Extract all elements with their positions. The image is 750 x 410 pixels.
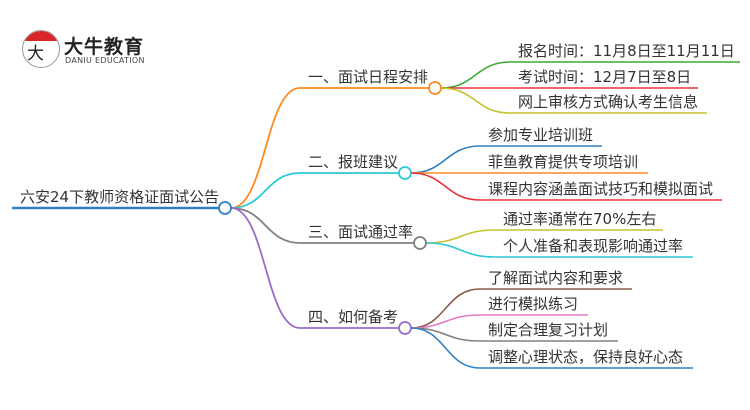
logo-mark-icon: 大牛 (22, 30, 60, 68)
branch-node[interactable]: 二、报班建议 (308, 153, 399, 171)
branch-connector (230, 87, 301, 209)
branch-node[interactable]: 三、面试通过率 (308, 223, 414, 241)
leaf-node[interactable]: 考试时间：12月7日至8日 (518, 68, 692, 86)
leaf-node[interactable]: 了解面试内容和要求 (488, 269, 624, 287)
leaf-node[interactable]: 调整心理状态，保持良好心态 (488, 348, 684, 366)
leaf-node[interactable]: 网上审核方式确认考生信息 (518, 93, 699, 111)
leaf-node[interactable]: 课程内容涵盖面试技巧和模拟面试 (488, 180, 714, 198)
root-node[interactable]: 六安24下教师资格证面试公告 (20, 188, 220, 206)
branch-node[interactable]: 一、面试日程安排 (308, 68, 429, 86)
logo-text: 大牛教育 (64, 36, 145, 58)
leaf-node[interactable]: 个人准备和表现影响通过率 (503, 237, 684, 255)
leaf-connector (425, 242, 496, 258)
logo: 大牛 大牛教育 DANIU EDUCATION (22, 30, 192, 70)
leaf-connector (410, 172, 481, 201)
branch-collapse-icon (413, 236, 427, 250)
leaf-connector (440, 61, 511, 89)
leaf-node[interactable]: 菲鱼教育提供专项培训 (488, 153, 639, 171)
leaf-node[interactable]: 制定合理复习计划 (488, 321, 609, 339)
branch-collapse-icon (428, 81, 442, 95)
leaf-connector (425, 229, 496, 244)
leaf-connector (410, 145, 481, 174)
branch-connector (230, 172, 301, 209)
leaf-connector (410, 288, 481, 329)
leaf-node[interactable]: 进行模拟练习 (488, 295, 579, 313)
leaf-node[interactable]: 参加专业培训班 (488, 126, 594, 144)
branch-node[interactable]: 四、如何备考 (308, 308, 399, 326)
leaf-node[interactable]: 报名时间：11月8日至11月11日 (518, 42, 735, 60)
branch-connector (230, 207, 301, 329)
leaf-node[interactable]: 通过率通常在70%左右 (503, 210, 657, 228)
logo-subtext: DANIU EDUCATION (65, 56, 145, 65)
branch-connector (230, 207, 301, 244)
branch-collapse-icon (398, 166, 412, 180)
leaf-connector (410, 327, 481, 369)
branch-collapse-icon (398, 321, 412, 335)
leaf-connector (440, 87, 511, 114)
root-collapse-icon (218, 201, 232, 215)
